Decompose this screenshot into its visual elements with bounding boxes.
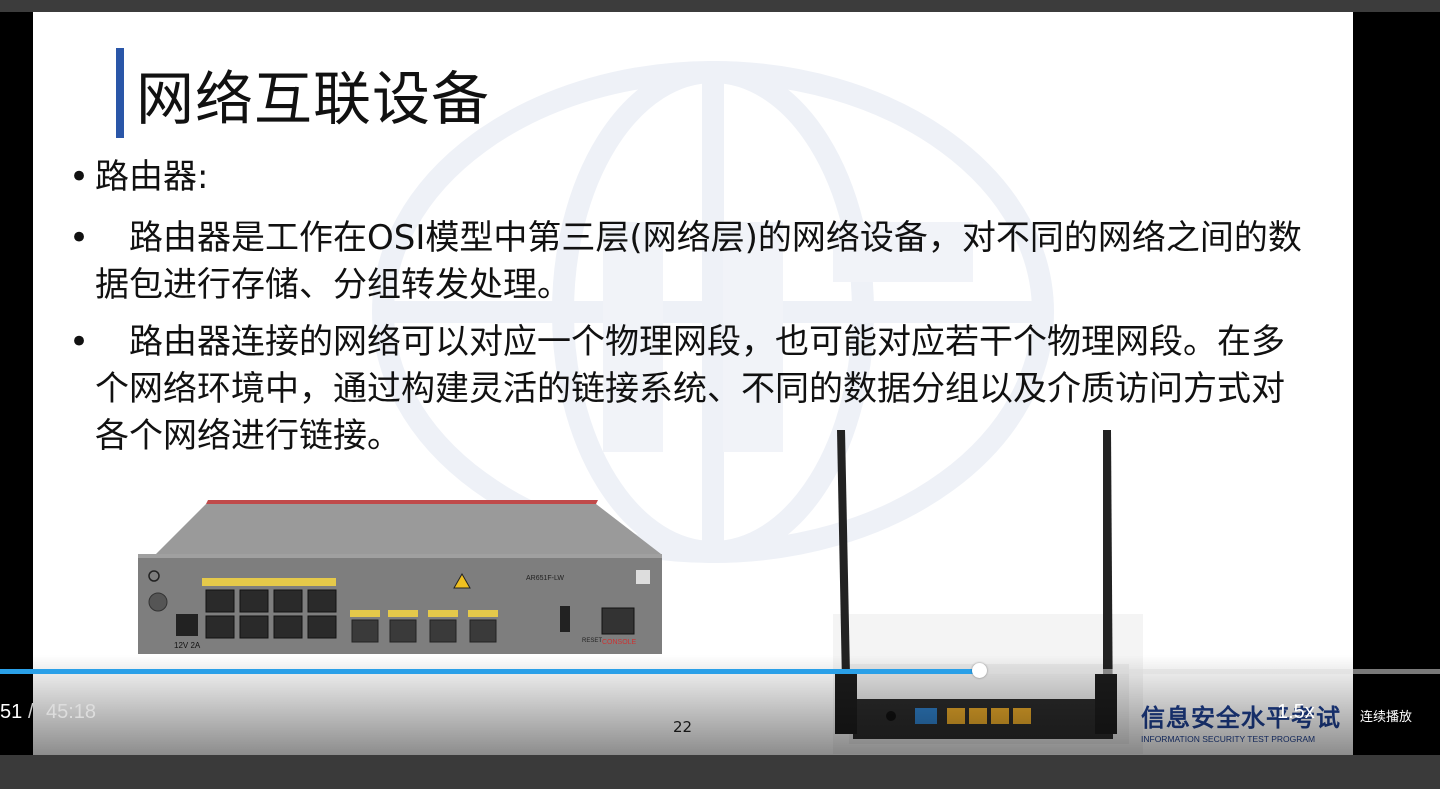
bullet-marker: • [69,157,90,197]
autoplay-toggle[interactable]: 连续播放 [1360,710,1413,725]
bullet-text: 路由器: [95,157,209,197]
watermark-globe-icon [372,61,1054,563]
playback-speed-button[interactable]: 1.5x [1277,701,1315,723]
slide-page-number: 22 [673,718,693,736]
bullet-text: 路由器是工作在OSI模型中第三层(网络层)的网络设备，对不同的网络之间的数据包进… [95,218,1302,305]
current-time: 51 [0,701,23,723]
bullet-item: • 路由器是工作在OSI模型中第三层(网络层)的网络设备，对不同的网络之间的数据… [69,215,1319,315]
letterbox-right [1353,12,1440,755]
brand-logo: 信息安全水平考试 INFORMATION SECURITY TEST PROGR… [1141,698,1341,744]
time-separator: / [28,701,34,723]
letterbox-left [0,12,33,755]
bottom-bar [0,755,1440,789]
bullet-marker: • [69,218,90,258]
bullet-text: 路由器连接的网络可以对应一个物理网段，也可能对应若干个物理网段。在多个网络环境中… [95,322,1285,456]
bullet-item: • 路由器连接的网络可以对应一个物理网段，也可能对应若干个物理网段。在多个网络环… [69,319,1319,469]
top-bar [0,0,1440,12]
brand-name-en: INFORMATION SECURITY TEST PROGRAM [1141,734,1316,744]
progress-thumb[interactable] [972,663,988,678]
brand-name-cn: 信息安全水平考试 [1141,703,1341,732]
video-frame-slide[interactable]: 网络互联设备 • 路由器: • 路由器是工作在OSI模型中第三层(网络层)的网络… [33,12,1353,755]
total-duration: 45:18 [46,701,97,723]
bullet-item: • 路由器: [69,154,669,204]
slide-title: 网络互联设备 [136,65,491,133]
enterprise-router-image: 12V 2A AR651F-LW RESET CONSOLE [138,500,662,654]
progress-bar[interactable] [0,669,1440,674]
wifi-router-image [833,430,1143,754]
title-accent-bar [116,48,124,138]
console-label: CONSOLE [602,639,637,646]
progress-fill [0,669,980,674]
bullet-marker: • [69,322,90,362]
router-model-label: AR651F-LW [526,575,564,582]
power-label: 12V 2A [174,641,201,650]
reset-label: RESET [582,638,602,644]
